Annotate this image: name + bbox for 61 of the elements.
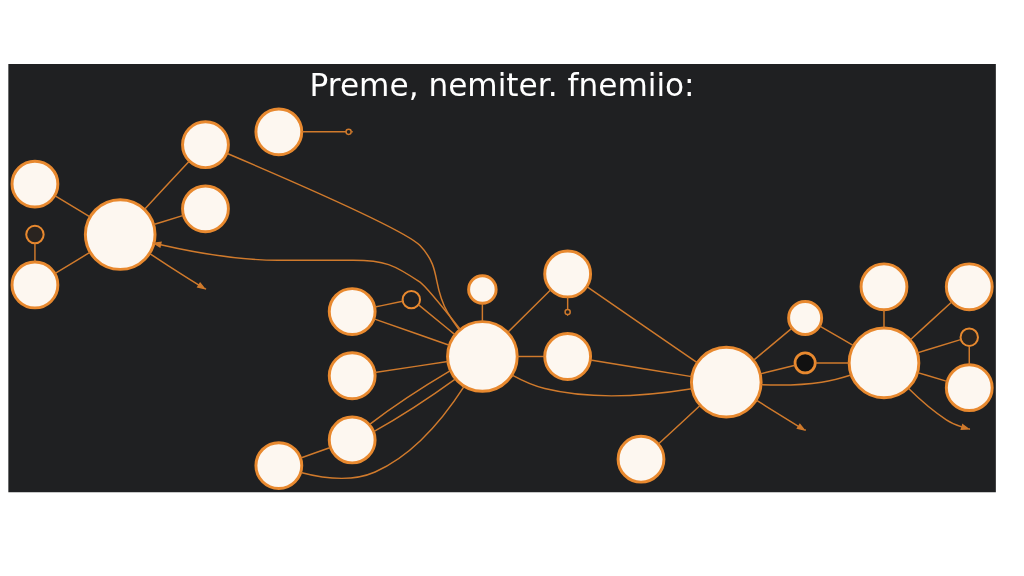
- node-circle: [859, 262, 909, 312]
- connector: [300, 446, 332, 459]
- node-circle: [847, 326, 921, 400]
- connector: [814, 362, 850, 364]
- connector: [34, 242, 36, 263]
- connector: [143, 160, 190, 210]
- node-circle: [446, 320, 519, 393]
- connector: [300, 385, 465, 479]
- connector: [759, 364, 796, 375]
- connector: [916, 338, 962, 354]
- node-circle: [793, 351, 817, 375]
- node-circle: [10, 260, 60, 310]
- connector: [226, 152, 461, 331]
- node-circle: [181, 184, 230, 234]
- connector: [883, 309, 885, 329]
- connector: [54, 251, 91, 274]
- connector: [916, 371, 948, 383]
- node-circle: [616, 434, 666, 484]
- connector: [968, 345, 970, 366]
- connector: [511, 374, 693, 397]
- arrow: [149, 252, 207, 290]
- connector: [586, 285, 698, 364]
- node-circle: [401, 289, 422, 310]
- node-circle: [543, 249, 593, 299]
- node-circle: [787, 300, 824, 336]
- node-circle: [689, 345, 763, 419]
- node-circle: [10, 159, 60, 209]
- node-circle: [181, 120, 230, 170]
- connector: [373, 318, 450, 346]
- node-circle: [959, 327, 979, 347]
- arrow: [152, 241, 462, 331]
- connector: [516, 355, 546, 358]
- connector: [373, 378, 457, 433]
- connector: [752, 327, 793, 361]
- node-circle: [944, 262, 994, 312]
- connector: [368, 369, 452, 426]
- connector: [819, 325, 855, 347]
- arrow: [907, 387, 971, 430]
- node-circle: [467, 274, 498, 305]
- node-circle: [254, 441, 304, 490]
- node-circle: [327, 351, 377, 401]
- connector: [760, 374, 852, 386]
- node-circle: [25, 224, 45, 245]
- connector: [909, 301, 953, 341]
- node-circle: [327, 415, 377, 465]
- connector: [152, 214, 185, 226]
- connector: [54, 195, 91, 218]
- node-circle: [327, 287, 377, 336]
- connector: [589, 359, 693, 378]
- connector: [374, 300, 404, 308]
- diagram-title: Preme, nemiter. fnemiio:: [309, 67, 695, 104]
- connector: [417, 304, 456, 336]
- connector: [374, 360, 449, 374]
- arrow: [755, 399, 807, 431]
- node-circle: [543, 332, 593, 381]
- connector: [657, 404, 701, 445]
- connector: [301, 131, 347, 133]
- connector: [507, 289, 552, 333]
- node-circle: [254, 107, 304, 157]
- node-circle: [83, 198, 157, 271]
- node-circle: [944, 363, 994, 413]
